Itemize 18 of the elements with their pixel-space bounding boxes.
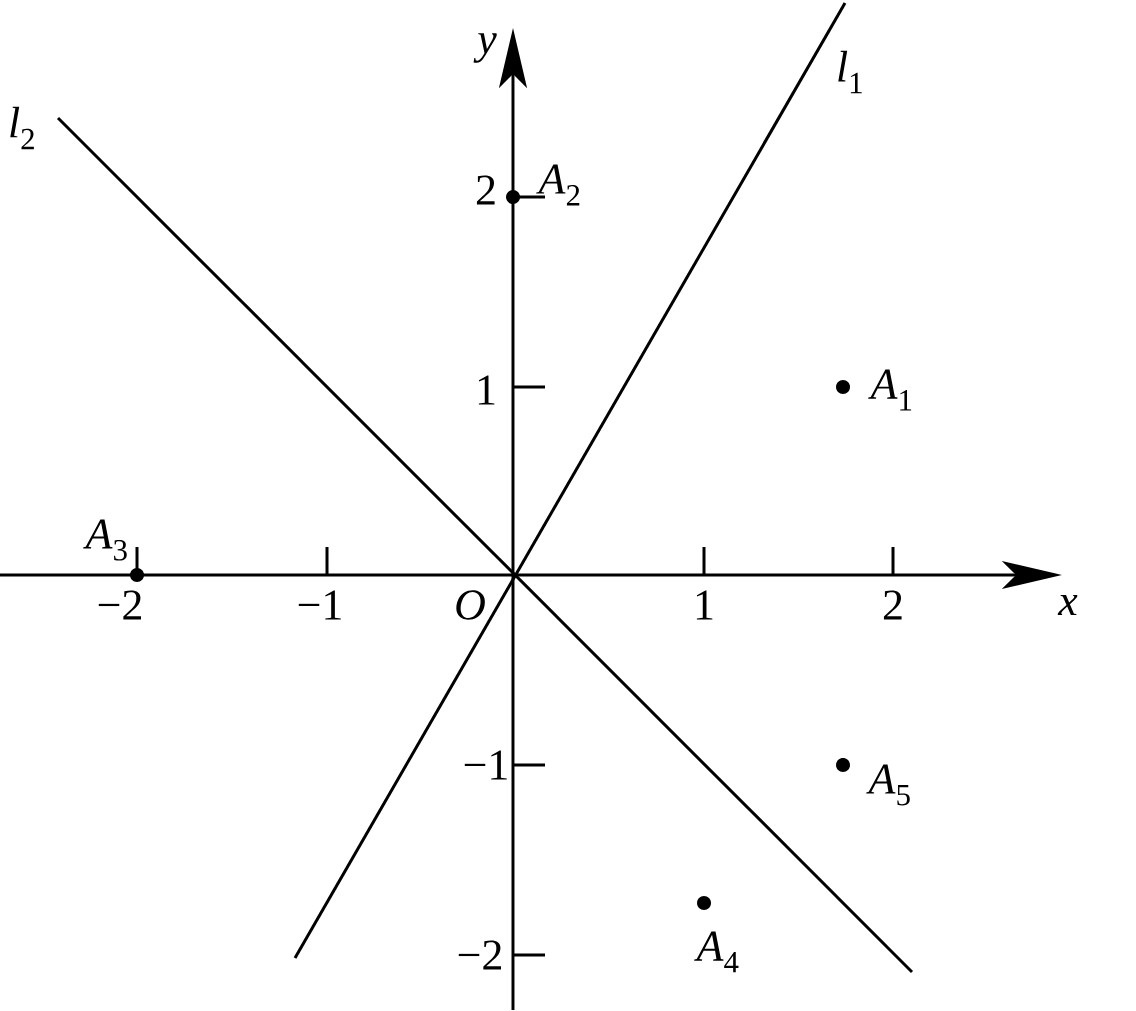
tick-label: −2	[458, 940, 501, 970]
point-label: A$_{1}$	[868, 369, 912, 411]
tick-label: 2	[883, 590, 902, 620]
axis-label: x	[1057, 594, 1078, 616]
tick-label: 1	[478, 375, 495, 405]
point-label: A$_{2}$	[536, 164, 580, 206]
origin-label: O	[456, 590, 485, 620]
line-label: l$_{1}$	[838, 50, 862, 94]
axis-label: y	[473, 33, 497, 63]
tick-label: −1	[298, 590, 341, 620]
tick-label: 2	[476, 175, 495, 205]
line-label: l$_{2}$	[10, 106, 34, 150]
tick-label: −2	[98, 590, 141, 620]
tick-label: 1	[696, 590, 713, 620]
point-label: A$_{4}$	[694, 931, 739, 973]
point-label: A$_{5}$	[866, 764, 910, 806]
point-label: A$_{3}$	[83, 519, 127, 561]
tick-label: −1	[464, 750, 507, 780]
